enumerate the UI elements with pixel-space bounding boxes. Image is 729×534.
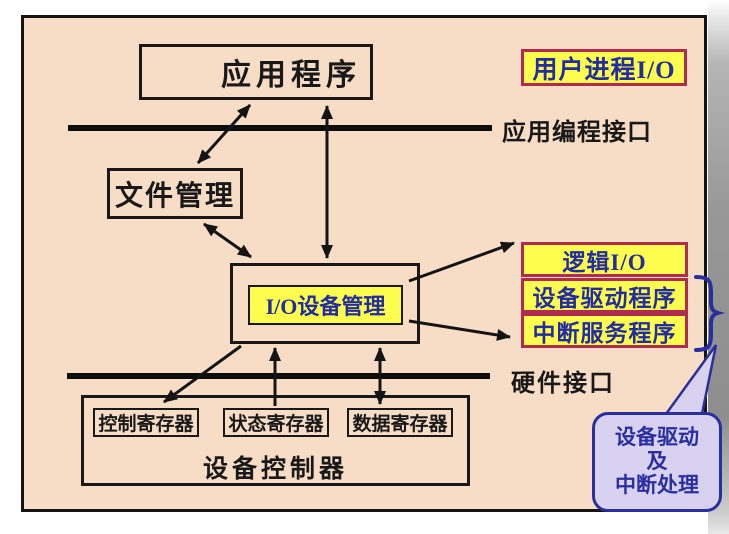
device-driver-box: 设备驱动程序 (521, 278, 688, 313)
callout-line-2: 及 (646, 449, 668, 473)
data-register-box: 数据寄存器 (347, 408, 453, 437)
callout-bubble: 设备驱动 及 中断处理 (592, 412, 722, 512)
callout-line-3: 中断处理 (615, 473, 699, 497)
file-management-box: 文件管理 (107, 168, 243, 219)
hardware-interface-label: 硬件接口 (511, 371, 615, 397)
logical-io-box: 逻辑I/O (521, 242, 688, 277)
user-process-io-box: 用户进程I/O (521, 49, 687, 86)
callout-line-1: 设备驱动 (615, 425, 699, 449)
application-box: 应用程序 (139, 44, 373, 100)
api-interface-label: 应用编程接口 (502, 120, 652, 146)
io-device-management-box: I/O设备管理 (248, 285, 403, 325)
io-management-outer-box (230, 263, 420, 344)
status-register-box: 状态寄存器 (223, 408, 329, 437)
device-controller-label: 设备控制器 (202, 456, 348, 483)
control-register-box: 控制寄存器 (93, 408, 199, 437)
interrupt-service-box: 中断服务程序 (521, 313, 688, 348)
